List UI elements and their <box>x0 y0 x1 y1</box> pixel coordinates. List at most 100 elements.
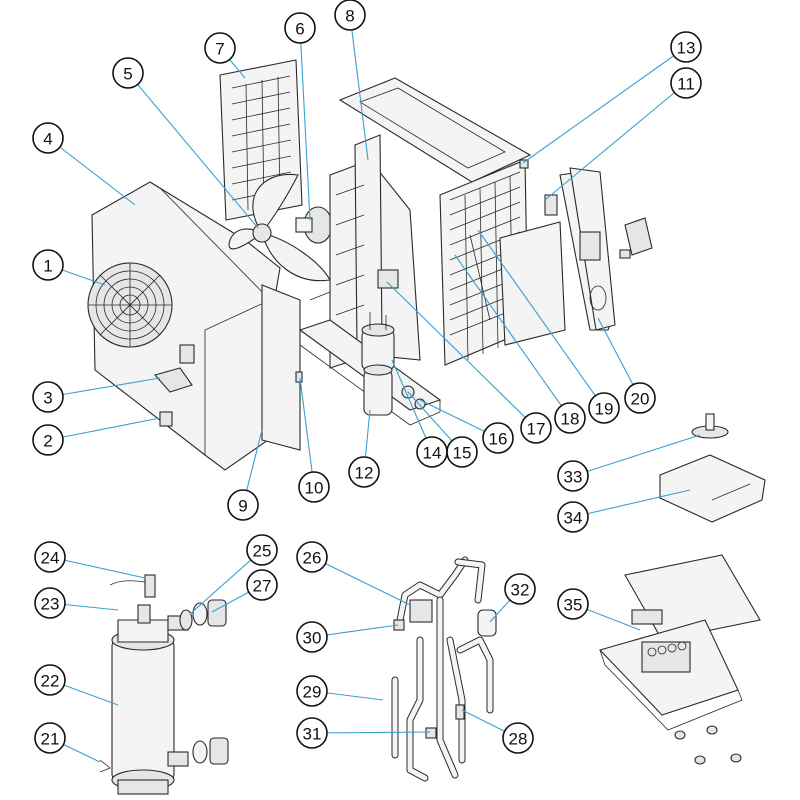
flow-switch <box>144 574 156 598</box>
callout-number: 29 <box>303 683 322 702</box>
callout-number: 22 <box>41 672 60 691</box>
callout-circle <box>588 392 620 424</box>
callout-28: 28 <box>502 722 534 754</box>
leader-line-5 <box>127 72 259 229</box>
callout-number: 3 <box>43 389 52 408</box>
callout-number: 30 <box>303 629 322 648</box>
unions-lower <box>192 737 229 765</box>
callout-circle <box>32 122 64 154</box>
pressure-switch <box>393 619 405 631</box>
callout-circle <box>34 587 66 619</box>
callout-10: 10 <box>298 471 330 503</box>
fan-blade <box>228 173 331 282</box>
callout-circle <box>670 31 702 63</box>
callout-35: 35 <box>557 588 589 620</box>
leader-line-25 <box>189 549 263 615</box>
callout-number: 18 <box>561 410 580 429</box>
callout-9: 9 <box>227 489 259 521</box>
callout-number: 2 <box>43 432 52 451</box>
rubber-foot <box>691 413 729 439</box>
callout-number: 8 <box>345 7 354 26</box>
callout-19: 19 <box>588 392 620 424</box>
callout-5: 5 <box>112 57 144 89</box>
protective-cover <box>659 454 766 523</box>
callout-circle <box>34 541 66 573</box>
callout-number: 24 <box>41 549 60 568</box>
callout-14: 14 <box>416 436 448 468</box>
refrigerant-piping <box>391 556 497 782</box>
callout-number: 16 <box>489 430 508 449</box>
callout-circle <box>504 573 536 605</box>
bracket-screw <box>619 249 631 259</box>
callout-number: 26 <box>303 549 322 568</box>
leader-line-6 <box>299 27 311 221</box>
callout-circle <box>246 534 278 566</box>
callout-11: 11 <box>670 67 702 99</box>
callout-4: 4 <box>32 122 64 154</box>
callout-circle <box>32 249 64 281</box>
callout-circle <box>482 422 514 454</box>
callout-circle <box>298 471 330 503</box>
callout-6: 6 <box>284 12 316 44</box>
small-clip <box>295 371 303 383</box>
compressor <box>361 312 395 416</box>
callout-12: 12 <box>348 456 380 488</box>
callout-number: 5 <box>123 65 132 84</box>
callout-circle <box>296 541 328 573</box>
top-cover <box>338 77 532 183</box>
callout-number: 20 <box>631 390 650 409</box>
callout-27: 27 <box>246 569 278 601</box>
clip-13 <box>519 159 529 169</box>
callout-23: 23 <box>34 587 66 619</box>
callout-3: 3 <box>32 381 64 413</box>
callout-number: 32 <box>511 581 530 600</box>
callout-34: 34 <box>557 501 589 533</box>
callout-number: 12 <box>355 464 374 483</box>
callout-20: 20 <box>624 382 656 414</box>
callout-7: 7 <box>204 32 236 64</box>
leader-line-2 <box>47 417 161 441</box>
leader-line-34 <box>572 489 691 518</box>
callout-number: 14 <box>423 444 442 463</box>
callout-circle <box>204 32 236 64</box>
leader-line-19 <box>477 229 605 409</box>
side-switch <box>179 344 195 364</box>
callout-number: 25 <box>253 542 272 561</box>
leader-line-8 <box>349 14 369 161</box>
leader-line-13 <box>522 46 687 164</box>
callout-number: 17 <box>527 420 546 439</box>
callout-circle <box>520 412 552 444</box>
callout-number: 33 <box>564 468 583 487</box>
callout-31: 31 <box>296 717 328 749</box>
control-box <box>598 554 761 731</box>
callout-number: 4 <box>43 130 52 149</box>
four-way-valve <box>409 599 433 623</box>
leader-line-10 <box>299 377 315 488</box>
filter-drier <box>477 609 497 637</box>
handle <box>154 367 193 393</box>
callout-circle <box>34 722 66 754</box>
cable-glands <box>674 725 742 765</box>
callout-circle <box>554 402 586 434</box>
unions-upper <box>179 599 227 631</box>
callout-circle <box>446 436 478 468</box>
callout-number: 1 <box>43 257 52 276</box>
callout-circle <box>296 621 328 653</box>
callout-29: 29 <box>296 675 328 707</box>
callout-circle <box>284 12 316 44</box>
callout-circle <box>246 569 278 601</box>
heat-exchanger <box>99 574 189 795</box>
callout-32: 32 <box>504 573 536 605</box>
leader-line-14 <box>391 359 433 453</box>
callout-number: 9 <box>238 497 247 516</box>
callout-number: 28 <box>509 730 528 749</box>
callout-circle <box>112 57 144 89</box>
callout-number: 6 <box>295 20 304 39</box>
leader-line-17 <box>386 281 537 429</box>
callout-13: 13 <box>670 31 702 63</box>
callout-circle <box>296 675 328 707</box>
pcb-board <box>641 641 691 673</box>
callout-25: 25 <box>246 534 278 566</box>
callout-circle <box>557 460 589 492</box>
callout-circle <box>557 501 589 533</box>
